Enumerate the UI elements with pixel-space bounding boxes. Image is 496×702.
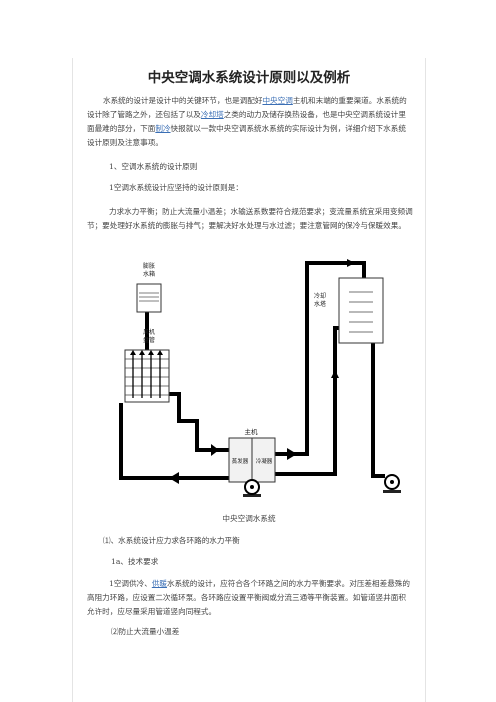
tower-drain-pipe — [371, 343, 385, 478]
section-heading-1: 1、空调水系统的设计原则 — [109, 162, 198, 171]
document-page: 中央空调水系统设计原则以及例析 水系统的设计是设计中的关键环节，也是调配好中央空… — [72, 58, 426, 702]
requirement-paragraph: 1空调供冷、供暖水系统的设计，应符合各个环路之间的水力平衡要求。对压差相差悬殊的… — [87, 577, 413, 619]
intro-text-1: 水系统的设计是设计中的关键环节，也是调配好 — [103, 96, 263, 105]
chiller-host: 主机 蒸发器 冷凝器 — [228, 427, 276, 483]
intro-text-3: 之类的动力及储存换热设备，也是中央空调系统设计里面最难的部分，下面 — [87, 110, 406, 133]
link-central-ac[interactable]: 中央空调 — [262, 96, 293, 105]
return-pipe — [119, 403, 229, 480]
host-label: 主机 — [245, 427, 259, 436]
fan-coil-label-1: 风机 — [143, 328, 155, 336]
cooling-tower-label-1: 冷却 — [314, 292, 326, 300]
flow-arrow — [287, 448, 297, 460]
flow-arrow — [169, 472, 179, 484]
intro-text-2: 主机和末端的重要渠道。水系统的设计除了管路之外，还包括了以及 — [87, 96, 407, 119]
fan-coil-label-2: 盘管 — [143, 336, 155, 344]
section-heading-2: ⑵防止大流量小温差 — [111, 627, 180, 636]
page-title: 中央空调水系统设计原则以及例析 — [147, 70, 351, 86]
supply-pipe — [167, 392, 229, 452]
water-system-diagram: 膨胀 水箱 风机 盘管 — [119, 259, 401, 497]
expansion-tank-label-1: 膨胀 — [143, 262, 155, 270]
req-text-1: 1空调供冷、 — [109, 579, 152, 588]
section-heading-1a: 1a、技术要求 — [111, 557, 159, 566]
figure-caption: 中央空调水系统 — [222, 514, 276, 523]
condenser-label: 冷凝器 — [256, 457, 273, 465]
link-cooling-tower[interactable]: 冷却塔 — [200, 110, 224, 119]
intro-paragraph: 水系统的设计是设计中的关键环节，也是调配好中央空调主机和末端的重要渠道。水系统的… — [87, 94, 413, 150]
expansion-tank-label-2: 水箱 — [143, 270, 155, 278]
cooling-tower: 冷却 水塔 — [314, 277, 384, 344]
cooling-return-pipe — [275, 326, 339, 476]
section-subheading-1: 1空调水系统设计应坚持的设计原则是： — [109, 183, 243, 192]
evaporator-label: 蒸发器 — [232, 457, 249, 465]
intro-text-4: 快报就以一款中央空调系统水系统的实际设计为例，详细介绍下水系统设计原则及注意事项… — [87, 124, 406, 147]
flow-arrow — [347, 259, 355, 267]
chilled-water-pump — [243, 479, 261, 497]
principles-paragraph: 力求水力平衡；防止大流量小温差；水输送系数要符合规范要求；变流量系统宜采用变频调… — [87, 207, 413, 230]
cooling-tower-label-2: 水塔 — [314, 300, 326, 308]
link-refrigeration[interactable]: 制冷 — [155, 124, 171, 133]
expansion-tank: 膨胀 水箱 — [136, 262, 162, 313]
section-heading-1-1: ⑴、水系统设计应力求各环路的水力平衡 — [103, 536, 240, 545]
flow-arrows — [169, 259, 355, 484]
flow-arrow — [211, 444, 219, 456]
flow-arrow — [331, 370, 339, 378]
fan-coil-unit: 风机 盘管 — [124, 328, 170, 403]
req-text-2: 水系统的设计，应符合各个环路之间的水力平衡要求。对压差相差悬殊的高阻力环路，应设… — [87, 579, 410, 616]
cooling-water-pump — [383, 474, 401, 493]
link-heating[interactable]: 供暖 — [151, 579, 167, 588]
